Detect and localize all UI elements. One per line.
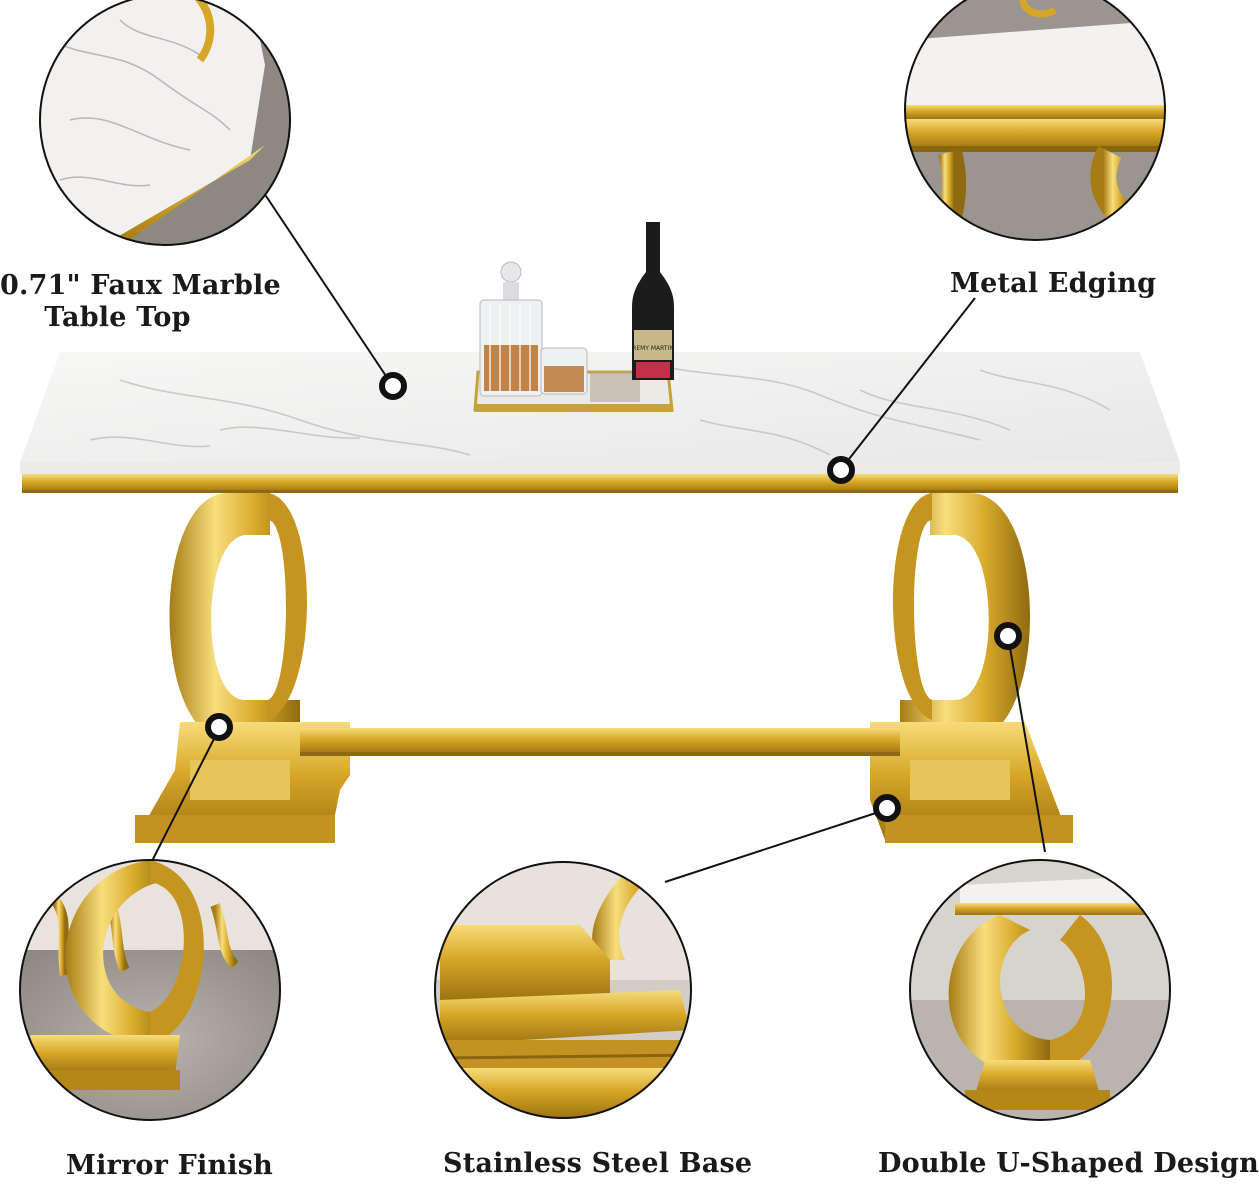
label-marble-line1: 0.71" Faux Marble	[0, 270, 281, 301]
callout-lines	[149, 189, 1046, 883]
label-marble-line2: Table Top	[44, 302, 191, 334]
detail-marble-corner	[40, 0, 290, 245]
label-mirror-finish: Mirror Finish	[66, 1150, 273, 1181]
detail-double-u	[910, 860, 1170, 1120]
wine-bottle: REMY MARTIN	[632, 222, 674, 380]
marker-steel-dot	[873, 794, 901, 822]
detail-mirror-finish	[20, 860, 280, 1120]
metal-edging-strip	[22, 474, 1178, 492]
right-u-leg	[870, 493, 1073, 843]
stretcher-bar	[300, 728, 900, 754]
detail-metal-edging	[905, 0, 1165, 240]
marker-mirror-dot	[205, 713, 233, 741]
left-u-leg	[135, 493, 350, 843]
glasses	[540, 347, 640, 402]
label-metal-edging: Metal Edging	[950, 268, 1157, 299]
decanter	[479, 261, 543, 397]
label-double-u-shaped-design: Double U-Shaped Design	[878, 1148, 1259, 1179]
product-illustration: REMY MARTIN	[19, 0, 1180, 1121]
label-stainless-steel-base: Stainless Steel Base	[443, 1148, 753, 1179]
marker-double-u-dot	[994, 622, 1022, 650]
marker-marble-dot	[379, 372, 407, 400]
marker-edging-dot	[827, 456, 855, 484]
callout-dots	[205, 372, 1022, 822]
label-marble-table-top: 0.71" Faux Marble Table Top	[0, 270, 281, 335]
table-main: REMY MARTIN	[20, 222, 1180, 843]
bottle-label: REMY MARTIN	[632, 345, 674, 352]
